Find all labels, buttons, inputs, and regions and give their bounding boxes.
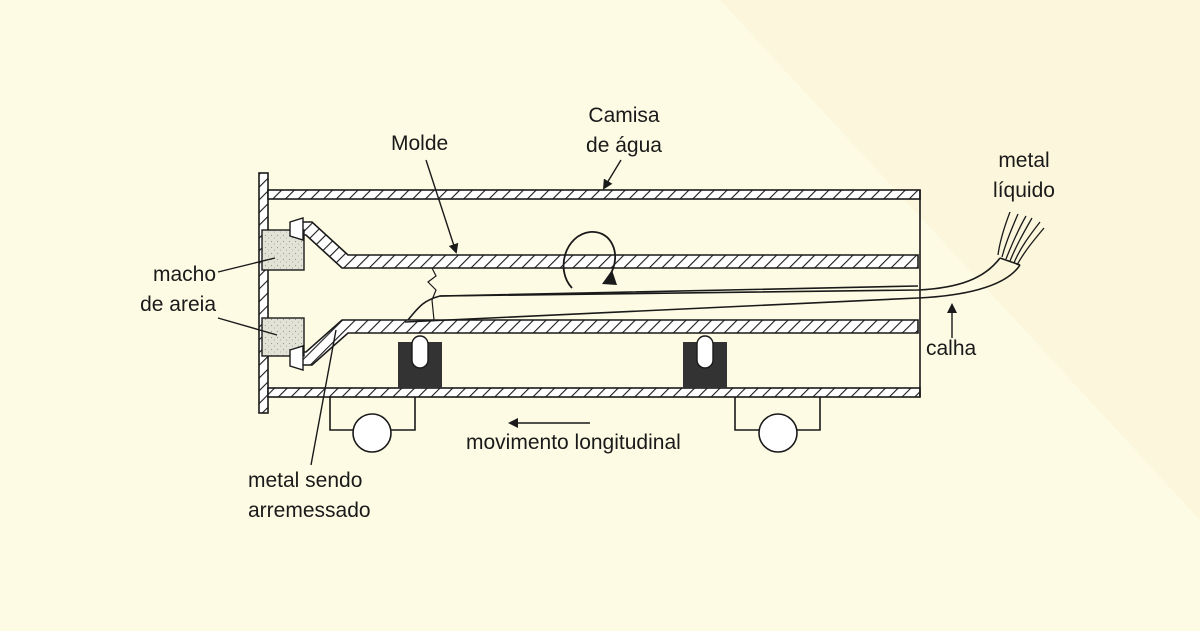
end-flange bbox=[258, 172, 269, 414]
background-corner-tint-2 bbox=[720, 0, 1200, 520]
label-macho-line2: de areia bbox=[140, 293, 216, 316]
label-macho-de-areia: macho de areia bbox=[120, 260, 216, 320]
leader-macho-bottom bbox=[217, 317, 278, 336]
leader-molde bbox=[425, 159, 459, 254]
label-metal-sendo-line2: arremessado bbox=[248, 499, 371, 522]
molten-metal-front bbox=[407, 285, 919, 321]
rotation-arrowhead bbox=[602, 270, 617, 285]
pouring-trough bbox=[404, 257, 1021, 323]
core-wedge-top bbox=[289, 217, 304, 241]
wheel-right bbox=[758, 413, 798, 453]
core-wedge-bottom bbox=[289, 345, 304, 371]
label-metal-sendo-arremessado: metal sendo arremessado bbox=[248, 466, 371, 526]
label-camisa-line1: Camisa bbox=[588, 104, 660, 127]
label-metal-liquido-line1: metal bbox=[998, 149, 1050, 172]
support-right bbox=[683, 335, 727, 388]
leader-camisa bbox=[602, 159, 622, 190]
label-movimento-longitudinal: movimento longitudinal bbox=[466, 431, 681, 454]
rotation-arrow bbox=[562, 231, 616, 289]
label-metal-sendo-line1: metal sendo bbox=[248, 469, 363, 492]
label-macho-line1: macho bbox=[152, 263, 216, 286]
molten-metal-wavy bbox=[427, 267, 437, 321]
label-molde: Molde bbox=[391, 132, 449, 155]
trough-spout bbox=[999, 257, 1021, 266]
wheel-left bbox=[352, 413, 392, 453]
label-camisa-de-agua: Camisa de água bbox=[574, 101, 674, 161]
water-jacket-bottom bbox=[267, 387, 921, 398]
label-metal-liquido: metal líquido bbox=[984, 146, 1064, 206]
leader-metal-sendo bbox=[310, 329, 337, 466]
label-calha: calha bbox=[926, 337, 977, 360]
support-left bbox=[398, 335, 442, 388]
label-camisa-line2: de água bbox=[586, 134, 662, 157]
leader-macho-top bbox=[217, 257, 276, 273]
label-metal-liquido-line2: líquido bbox=[993, 179, 1055, 202]
liquid-metal-stream bbox=[997, 211, 1045, 266]
water-jacket-top bbox=[267, 189, 921, 200]
